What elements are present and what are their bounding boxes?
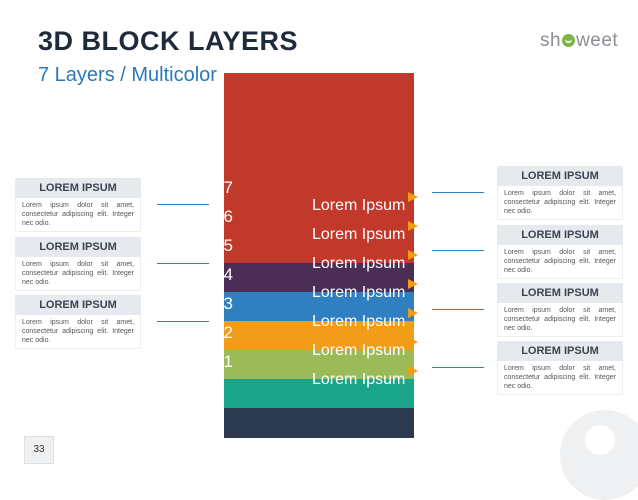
decorative-corner-shape bbox=[560, 410, 638, 500]
layer-block-7 bbox=[224, 73, 414, 263]
layer-number-7: 07 bbox=[214, 178, 233, 197]
callout-heading: LOREM IPSUM bbox=[497, 341, 623, 361]
layer-label-1: Lorem Ipsum bbox=[312, 371, 406, 388]
connector-right-4 bbox=[432, 367, 484, 368]
callout-text: Lorem ipsum dolor sit amet, consectetur … bbox=[497, 361, 623, 395]
layer-tab-4 bbox=[408, 279, 418, 289]
callout-left-1: LOREM IPSUM Lorem ipsum dolor sit amet, … bbox=[15, 178, 141, 232]
callout-heading: LOREM IPSUM bbox=[15, 178, 141, 198]
connector-right-2 bbox=[432, 250, 484, 251]
callout-left-2: LOREM IPSUM Lorem ipsum dolor sit amet, … bbox=[15, 237, 141, 291]
connector-left-3 bbox=[157, 321, 209, 322]
layer-number-5: 05 bbox=[214, 236, 233, 255]
callout-left-3: LOREM IPSUM Lorem ipsum dolor sit amet, … bbox=[15, 295, 141, 349]
connector-left-1 bbox=[157, 204, 209, 205]
layer-block-4 bbox=[224, 321, 414, 350]
callout-right-4: LOREM IPSUM Lorem ipsum dolor sit amet, … bbox=[497, 341, 623, 395]
callout-heading: LOREM IPSUM bbox=[15, 295, 141, 315]
callout-text: Lorem ipsum dolor sit amet, consectetur … bbox=[497, 186, 623, 220]
connector-left-2 bbox=[157, 263, 209, 264]
connector-right-3 bbox=[432, 309, 484, 310]
callout-right-1: LOREM IPSUM Lorem ipsum dolor sit amet, … bbox=[497, 166, 623, 220]
layer-block-6 bbox=[224, 263, 414, 292]
callout-heading: LOREM IPSUM bbox=[497, 225, 623, 245]
decorative-corner-cutout bbox=[585, 425, 615, 455]
callout-heading: LOREM IPSUM bbox=[497, 283, 623, 303]
layer-block-3 bbox=[224, 350, 414, 379]
logo-text-start: sh bbox=[540, 30, 562, 51]
callout-heading: LOREM IPSUM bbox=[497, 166, 623, 186]
layer-label-5: Lorem Ipsum bbox=[312, 255, 406, 272]
callout-text: Lorem ipsum dolor sit amet, consectetur … bbox=[15, 315, 141, 349]
layer-number-4: 04 bbox=[214, 265, 233, 284]
layer-tab-1 bbox=[408, 366, 418, 376]
layer-tab-7 bbox=[408, 192, 418, 202]
callout-right-2: LOREM IPSUM Lorem ipsum dolor sit amet, … bbox=[497, 225, 623, 279]
callout-text: Lorem ipsum dolor sit amet, consectetur … bbox=[15, 257, 141, 291]
page-number: 33 bbox=[24, 436, 54, 464]
callout-heading: LOREM IPSUM bbox=[15, 237, 141, 257]
connector-right-1 bbox=[432, 192, 484, 193]
layer-label-3: Lorem Ipsum bbox=[312, 313, 406, 330]
layer-number-3: 03 bbox=[214, 294, 233, 313]
layer-block-5 bbox=[224, 292, 414, 321]
logo-text-end: weet bbox=[576, 30, 619, 51]
layer-label-2: Lorem Ipsum bbox=[312, 342, 406, 359]
layer-block-2 bbox=[224, 379, 414, 408]
slide-title: 3D BLOCK LAYERS bbox=[38, 26, 299, 56]
logo-o-icon bbox=[562, 34, 576, 47]
callout-text: Lorem ipsum dolor sit amet, consectetur … bbox=[497, 245, 623, 279]
layer-tab-6 bbox=[408, 221, 418, 231]
layer-number-6: 06 bbox=[214, 207, 233, 226]
layer-tab-5 bbox=[408, 250, 418, 260]
callout-text: Lorem ipsum dolor sit amet, consectetur … bbox=[497, 303, 623, 337]
slide-subtitle: 7 Layers / Multicolor bbox=[38, 64, 217, 86]
callout-text: Lorem ipsum dolor sit amet, consectetur … bbox=[15, 198, 141, 232]
layer-number-1: 01 bbox=[214, 352, 233, 371]
layer-label-7: Lorem Ipsum bbox=[312, 197, 406, 214]
layer-label-6: Lorem Ipsum bbox=[312, 226, 406, 243]
layer-label-4: Lorem Ipsum bbox=[312, 284, 406, 301]
layer-block-1 bbox=[224, 408, 414, 438]
layer-number-2: 02 bbox=[214, 323, 233, 342]
callout-right-3: LOREM IPSUM Lorem ipsum dolor sit amet, … bbox=[497, 283, 623, 337]
layer-tab-3 bbox=[408, 308, 418, 318]
layer-tab-2 bbox=[408, 337, 418, 347]
